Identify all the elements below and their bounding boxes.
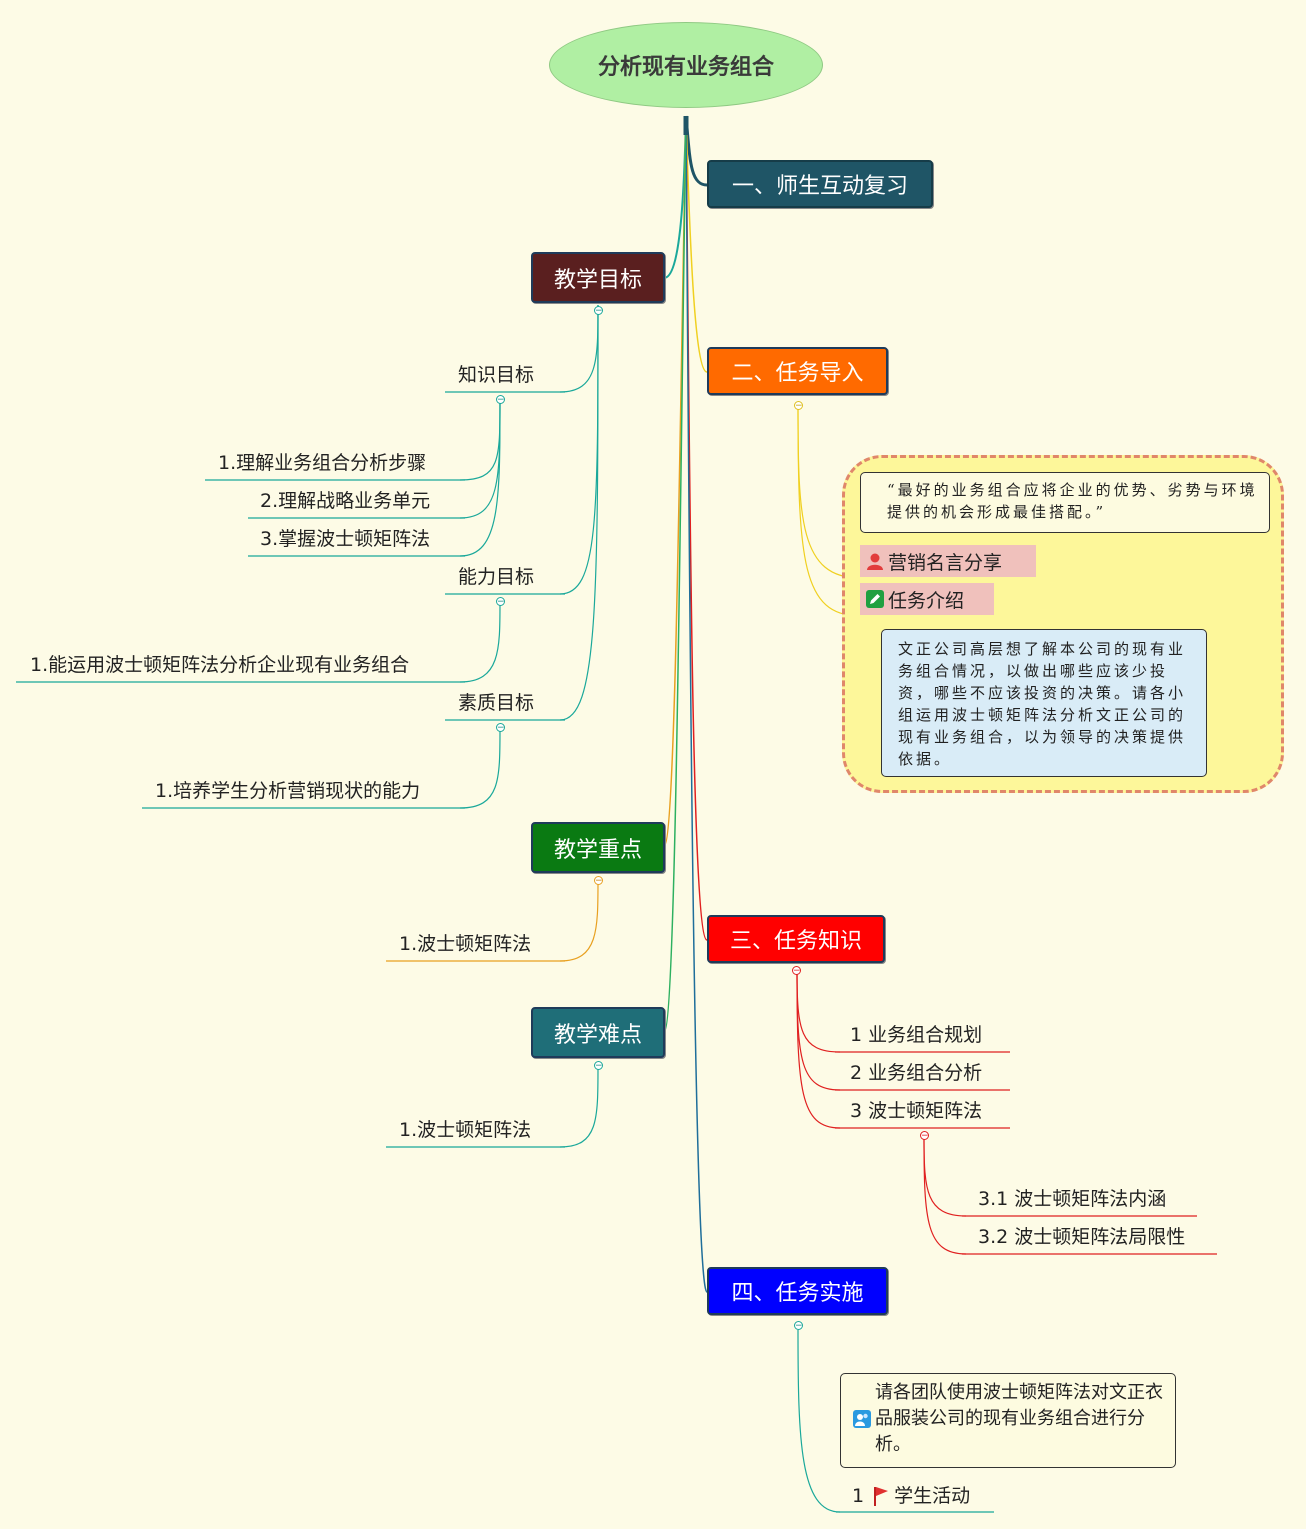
branch-teaching-difficulty[interactable]: 教学难点: [531, 1007, 665, 1058]
activity-item[interactable]: 1 学生活动: [852, 1484, 970, 1508]
goal-item[interactable]: 1.理解业务组合分析步骤: [218, 452, 427, 474]
difficulty-item[interactable]: 1.波士顿矩阵法: [399, 1119, 532, 1141]
team-icon: [853, 1410, 871, 1436]
activity-note-text: 请各团队使用波士顿矩阵法对文正衣品服装公司的现有业务组合进行分析。: [875, 1382, 1163, 1455]
collapse-toggle-knowledge-goals[interactable]: −: [496, 395, 505, 405]
branch-task-knowledge[interactable]: 三、任务知识: [707, 915, 885, 963]
collapse-toggle-ability-goals[interactable]: −: [496, 597, 505, 607]
task-description-callout: 文正公司高层想了解本公司的现有业务组合情况，以做出哪些应该少投资，哪些不应该投资…: [881, 629, 1207, 777]
goal-category-quality[interactable]: 素质目标: [458, 692, 535, 714]
goal-item[interactable]: 2.理解战略业务单元: [260, 490, 431, 512]
knowledge-item[interactable]: 2 业务组合分析: [850, 1062, 983, 1084]
goal-category-knowledge[interactable]: 知识目标: [458, 364, 535, 386]
focus-item[interactable]: 1.波士顿矩阵法: [399, 933, 532, 955]
collapse-toggle-quality-goals[interactable]: −: [496, 723, 505, 733]
activity-number: 1: [852, 1485, 865, 1507]
goal-item[interactable]: 3.掌握波士顿矩阵法: [260, 528, 431, 550]
goal-category-ability[interactable]: 能力目标: [458, 566, 535, 588]
branch-teaching-goals[interactable]: 教学目标: [531, 252, 665, 303]
collapse-toggle-intro[interactable]: −: [794, 401, 803, 411]
branch-task-intro[interactable]: 二、任务导入: [707, 347, 888, 395]
knowledge-item[interactable]: 3 波士顿矩阵法: [850, 1100, 983, 1122]
quote-tag[interactable]: 营销名言分享: [860, 545, 1036, 577]
collapse-toggle-boston[interactable]: −: [920, 1131, 929, 1141]
branch-teaching-focus[interactable]: 教学重点: [531, 822, 665, 873]
knowledge-subitem[interactable]: 3.1 波士顿矩阵法内涵: [978, 1188, 1167, 1210]
collapse-toggle-difficulty[interactable]: −: [594, 1061, 603, 1071]
activity-note-callout: 请各团队使用波士顿矩阵法对文正衣品服装公司的现有业务组合进行分析。: [840, 1373, 1176, 1468]
collapse-toggle-focus[interactable]: −: [594, 876, 603, 886]
collapse-toggle-knowledge[interactable]: −: [792, 966, 801, 976]
collapse-toggle-goals[interactable]: −: [594, 306, 603, 316]
task-tag[interactable]: 任务介绍: [860, 583, 994, 615]
knowledge-item[interactable]: 1 业务组合规划: [850, 1024, 983, 1046]
person-icon: [866, 552, 884, 570]
quote-tag-label: 营销名言分享: [888, 551, 1003, 574]
knowledge-subitem[interactable]: 3.2 波士顿矩阵法局限性: [978, 1226, 1186, 1248]
branch-task-practice[interactable]: 四、任务实施: [707, 1267, 888, 1315]
root-topic[interactable]: 分析现有业务组合: [549, 22, 823, 108]
goal-item[interactable]: 1.培养学生分析营销现状的能力: [155, 780, 421, 802]
quote-callout: “最好的业务组合应将企业的优势、劣势与环境提供的机会形成最佳搭配。”: [860, 472, 1270, 533]
branch-review[interactable]: 一、师生互动复习: [707, 160, 933, 208]
activity-label: 学生活动: [894, 1485, 971, 1507]
task-tag-label: 任务介绍: [888, 589, 965, 612]
pencil-icon: [866, 590, 884, 608]
collapse-toggle-practice[interactable]: −: [794, 1321, 803, 1331]
goal-item[interactable]: 1.能运用波士顿矩阵法分析企业现有业务组合: [30, 654, 410, 676]
flag-icon: [872, 1487, 890, 1506]
